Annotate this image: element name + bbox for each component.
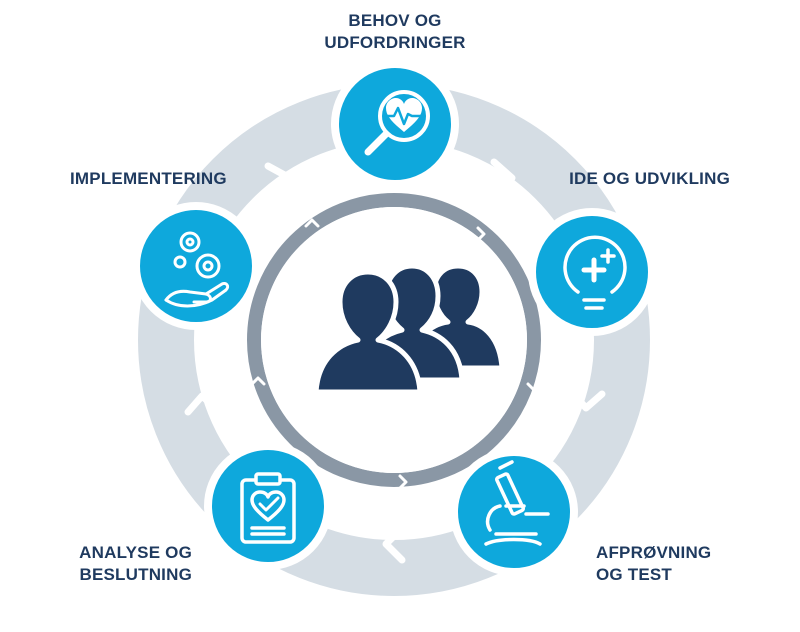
- chevron-icon: [398, 474, 408, 490]
- chevron-icon: [490, 158, 516, 196]
- node-afproevning: [450, 448, 578, 576]
- label-line: UDFORDRINGER: [324, 33, 466, 52]
- label-line: ANALYSE OG: [79, 543, 192, 562]
- label-line: AFPRØVNING: [596, 543, 712, 562]
- chevron-icon: [476, 226, 486, 242]
- inner-chevrons: [250, 218, 542, 490]
- label-line: BESLUTNING: [79, 565, 192, 584]
- lightbulb-plus-icon: [563, 235, 627, 310]
- label-line: OG TEST: [596, 565, 673, 584]
- node-ide: [528, 208, 656, 336]
- microscope-icon: [484, 460, 550, 546]
- label-ide: IDE OG UDVIKLING: [530, 168, 730, 190]
- chevron-icon: [304, 218, 320, 228]
- chevron-icon: [382, 524, 406, 564]
- magnifier-heart-icon: [364, 90, 430, 156]
- node-implementering: [132, 202, 260, 330]
- label-line: IMPLEMENTERING: [70, 169, 227, 188]
- chevron-icon: [568, 388, 606, 412]
- outer-chevrons: [184, 158, 606, 564]
- clipboard-check-icon: [240, 472, 296, 544]
- label-analyse: ANALYSE OG BESLUTNING: [40, 542, 192, 586]
- label-line: IDE OG UDVIKLING: [569, 169, 730, 188]
- node-behov: [331, 60, 459, 188]
- label-behov: BEHOV OG UDFORDRINGER: [300, 10, 490, 54]
- chevron-icon: [526, 382, 542, 392]
- chevron-icon: [184, 392, 222, 416]
- node-analyse: [204, 442, 332, 570]
- inner-ring: [247, 193, 541, 487]
- label-afproevning: AFPRØVNING OG TEST: [596, 542, 736, 586]
- people-group-icon: [313, 263, 505, 395]
- hand-gears-icon: [164, 231, 230, 308]
- chevron-icon: [250, 376, 266, 386]
- label-implementering: IMPLEMENTERING: [70, 168, 260, 190]
- chevron-icon: [264, 162, 294, 198]
- label-line: BEHOV OG: [348, 11, 442, 30]
